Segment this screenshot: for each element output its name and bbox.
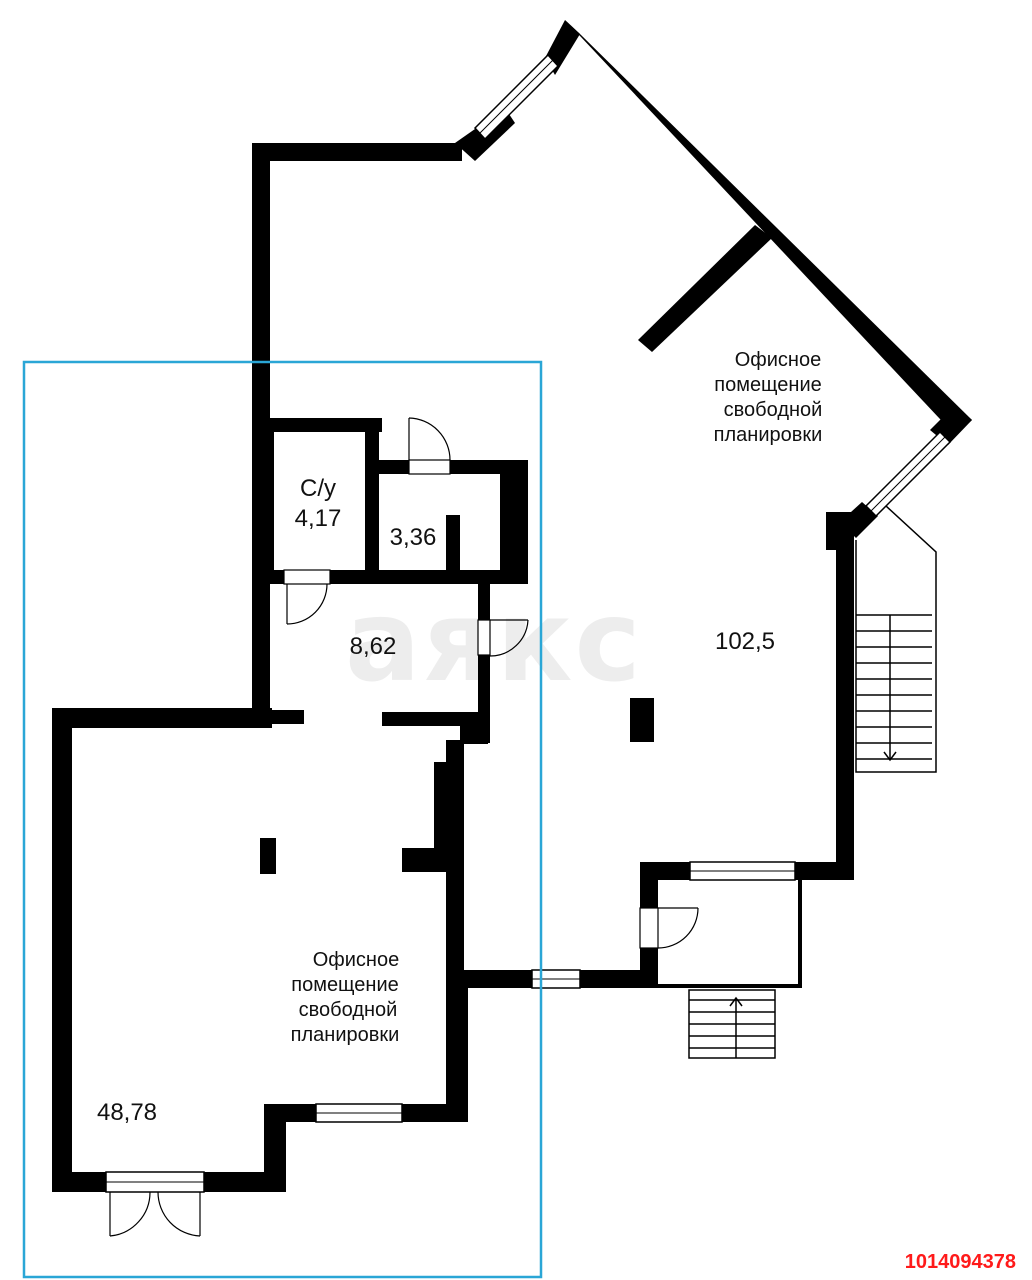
wall bbox=[264, 1104, 316, 1122]
wall bbox=[460, 970, 532, 988]
selected-area-highlight bbox=[22, 360, 543, 1279]
office-small-desc-line: помещение bbox=[291, 974, 399, 996]
door bbox=[283, 569, 331, 585]
office-small-desc-line: Офисное bbox=[313, 949, 399, 971]
doors bbox=[109, 417, 699, 1237]
office-large-desc-line: помещение bbox=[714, 374, 822, 396]
wall bbox=[798, 880, 802, 988]
wall bbox=[446, 975, 468, 1122]
wall bbox=[264, 1104, 286, 1192]
office-small-desc-line: свободной bbox=[299, 999, 398, 1021]
door bbox=[408, 459, 451, 475]
wall bbox=[638, 225, 772, 352]
bathroom-label: С/у bbox=[300, 475, 336, 502]
wall bbox=[382, 712, 486, 726]
door bbox=[477, 619, 491, 656]
column bbox=[260, 838, 276, 874]
wall bbox=[365, 418, 379, 583]
wall bbox=[252, 143, 462, 161]
office-large-desc-line: Офисное bbox=[735, 349, 821, 371]
wall bbox=[640, 984, 802, 988]
bathroom-area: 4,17 bbox=[295, 505, 342, 532]
wall bbox=[446, 515, 460, 575]
arrow-down-icon bbox=[883, 751, 897, 762]
wall bbox=[402, 848, 448, 872]
hall-area: 8,62 bbox=[350, 633, 397, 660]
column bbox=[630, 698, 654, 742]
wall bbox=[379, 460, 409, 474]
wall bbox=[500, 460, 528, 582]
listing-id: 1014094378 bbox=[905, 1251, 1016, 1273]
office-large-desc-line: свободной bbox=[724, 399, 823, 421]
walls bbox=[52, 20, 972, 1192]
watermark: аякс bbox=[345, 577, 643, 707]
wall bbox=[640, 862, 658, 908]
stairs-right bbox=[855, 505, 937, 773]
wall bbox=[52, 708, 72, 1192]
wall bbox=[478, 584, 490, 620]
wall bbox=[52, 708, 272, 728]
wall bbox=[260, 418, 274, 583]
arrow-up-icon bbox=[729, 996, 743, 1007]
wall bbox=[795, 862, 854, 880]
stairs-entry bbox=[688, 989, 776, 1059]
wall bbox=[565, 20, 972, 435]
office-large-desc-line: планировки bbox=[714, 424, 823, 446]
wall bbox=[252, 418, 382, 432]
wall bbox=[52, 1172, 106, 1192]
windows bbox=[105, 53, 952, 1193]
wall bbox=[434, 762, 448, 852]
office-small-desc-line: планировки bbox=[291, 1024, 400, 1046]
door bbox=[639, 907, 659, 949]
wall bbox=[580, 970, 658, 988]
wall bbox=[446, 740, 464, 975]
office-small-area: 48,78 bbox=[97, 1099, 157, 1126]
wall bbox=[330, 570, 528, 584]
office-large-area: 102,5 bbox=[715, 628, 775, 655]
storage-area: 3,36 bbox=[390, 524, 437, 551]
wall bbox=[460, 726, 488, 744]
wall bbox=[836, 520, 854, 880]
wall bbox=[260, 570, 284, 584]
